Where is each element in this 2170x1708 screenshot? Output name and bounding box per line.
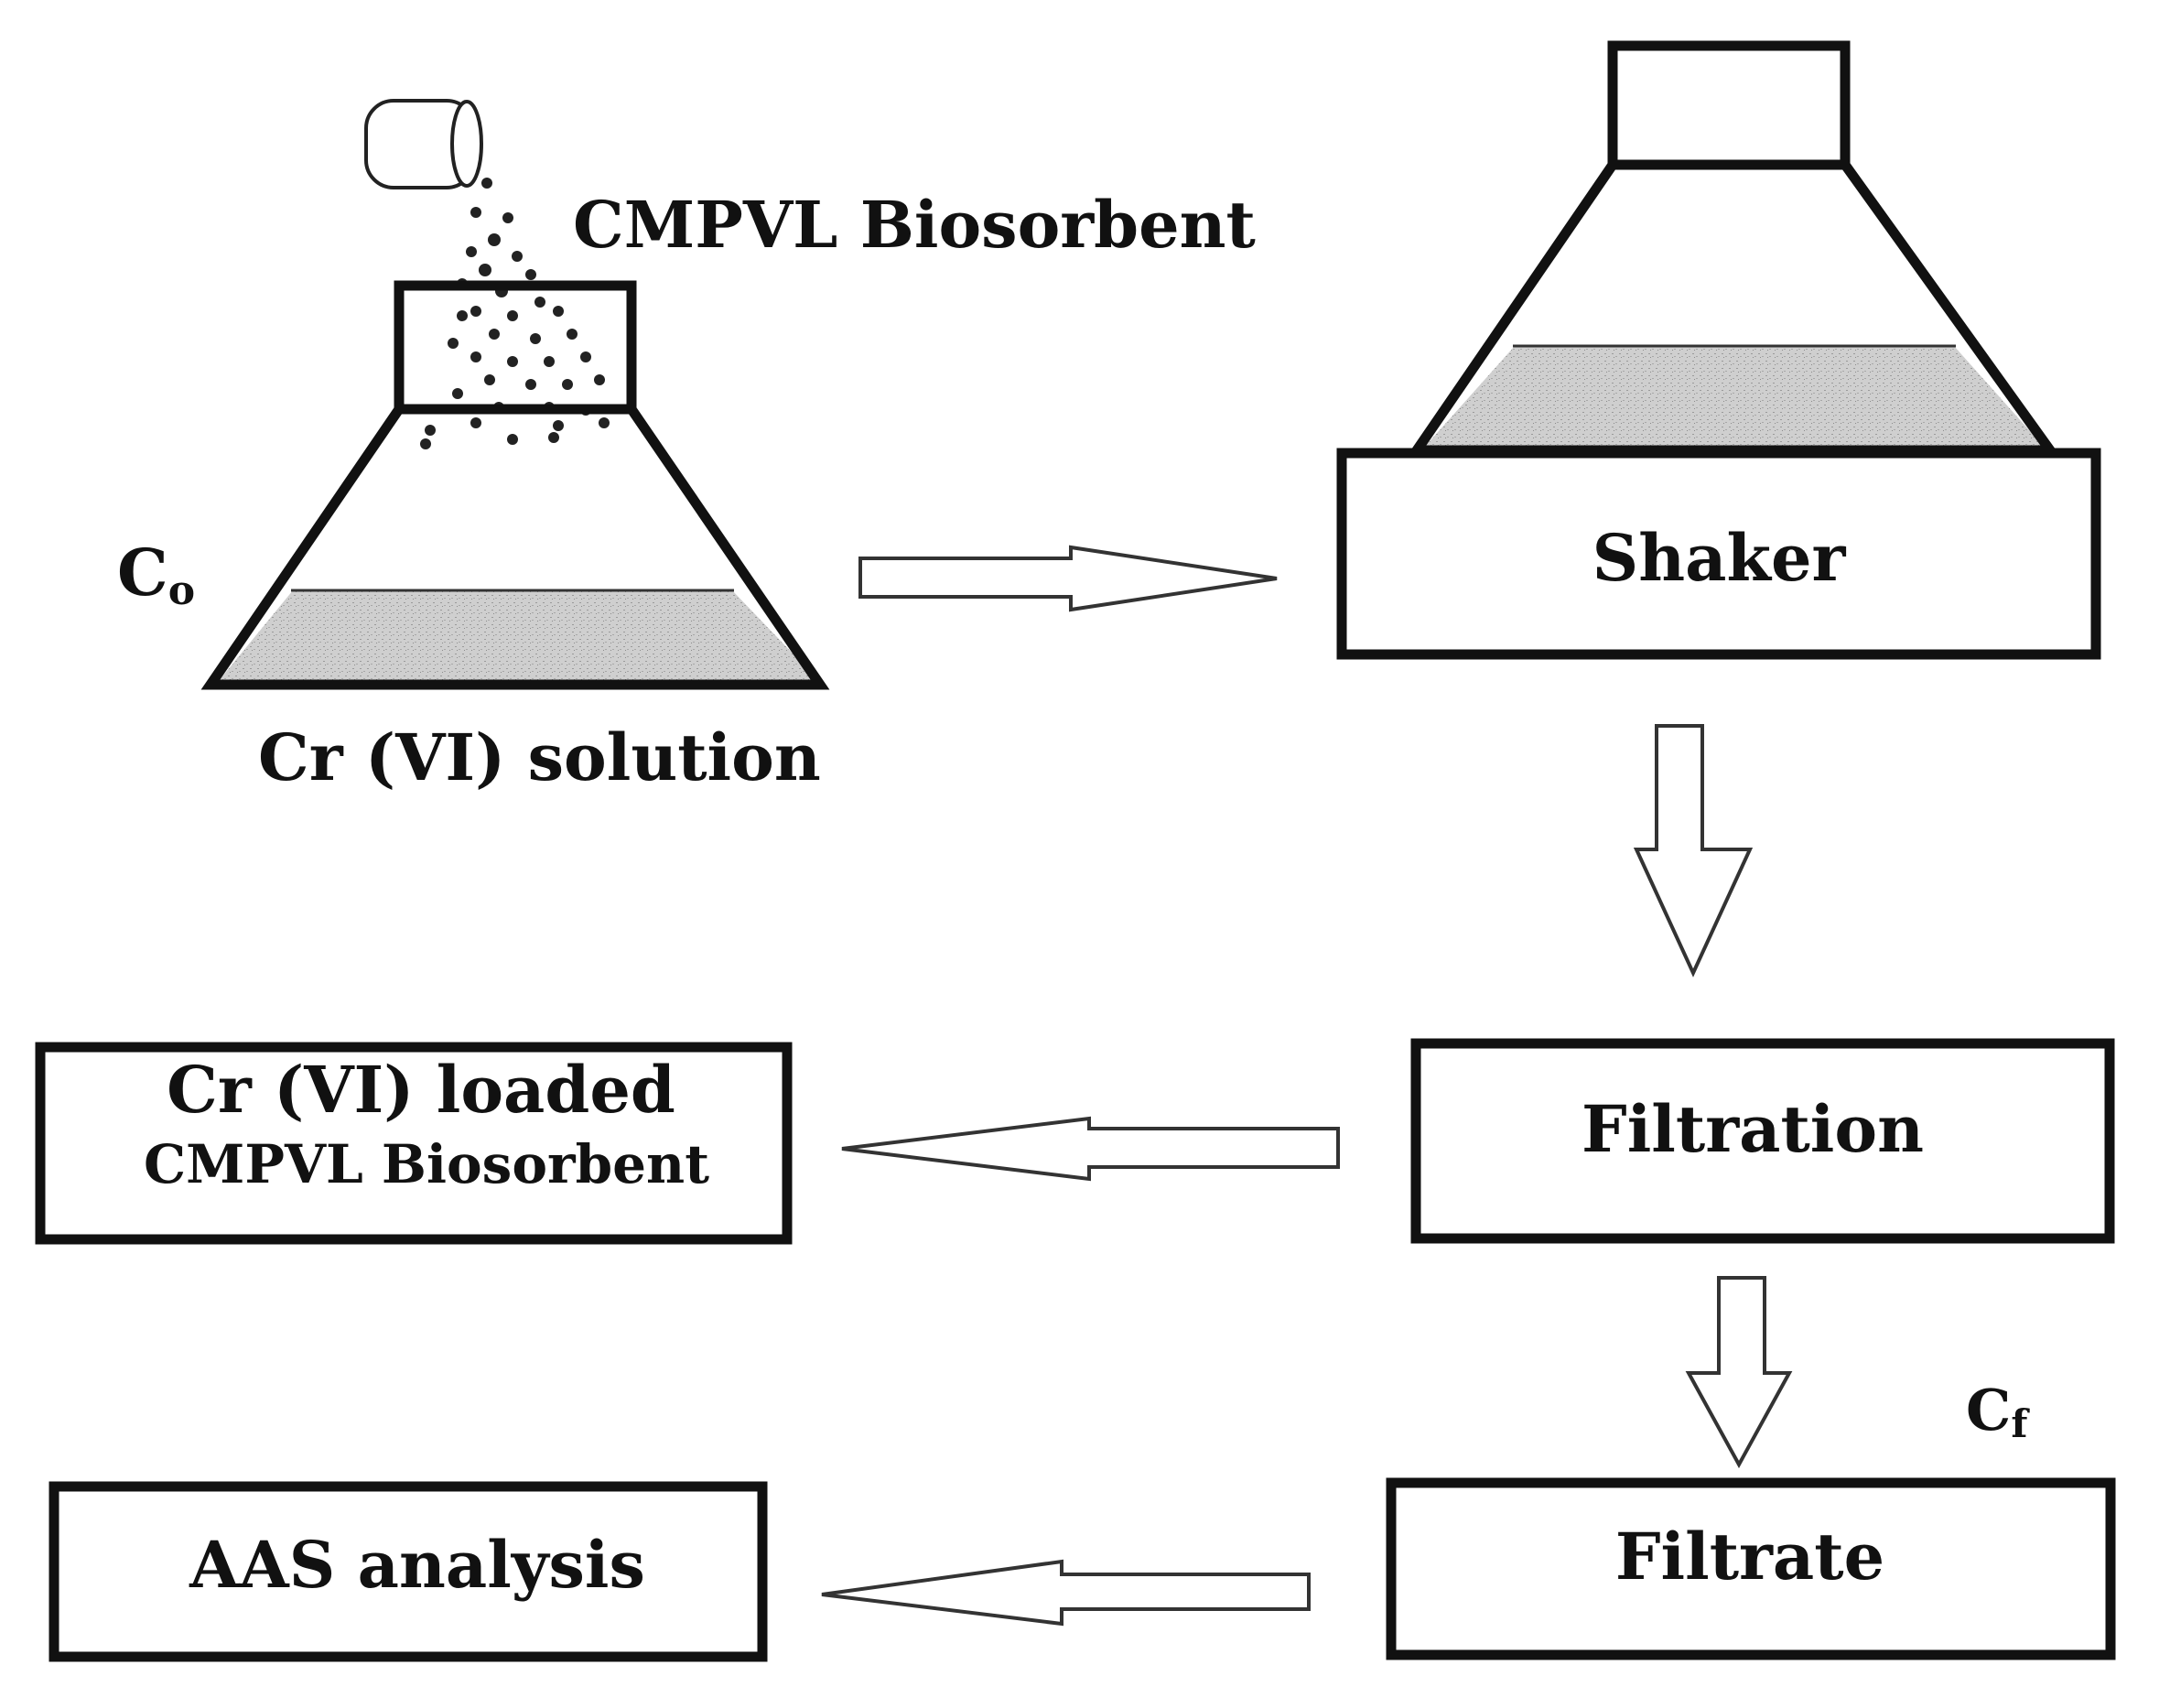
filtrate-box <box>1386 1477 2116 1660</box>
aas-analysis-box <box>49 1481 768 1662</box>
arrow-down-to-filtrate <box>1685 1276 1793 1469</box>
loaded-line1: Cr (VI) loaded <box>167 1052 675 1128</box>
flask-left <box>200 280 830 690</box>
sample-cup-icon <box>364 99 483 189</box>
filtration-box <box>1410 1038 2115 1244</box>
flask-right <box>1407 40 2060 456</box>
biosorbent-particles <box>420 178 610 449</box>
loaded-line2: CMPVL Biosorbent <box>144 1133 709 1195</box>
shaker-box <box>1336 448 2101 660</box>
arrow-to-shaker <box>858 545 1278 612</box>
filtration-label: Filtration <box>1582 1091 1924 1167</box>
cf-label: Cf <box>1966 1377 2030 1446</box>
c0-subscript: o <box>168 568 195 614</box>
aas-analysis-label: AAS analysis <box>189 1527 645 1603</box>
loaded-biosorbent-box <box>35 1042 793 1245</box>
arrow-down-to-filtration <box>1633 724 1754 978</box>
cf-main: C <box>1966 1377 2011 1443</box>
arrow-to-loaded-biosorbent <box>841 1116 1340 1182</box>
filtrate-label: Filtrate <box>1615 1519 1884 1594</box>
arrow-to-aas <box>821 1559 1311 1627</box>
shaker-label: Shaker <box>1592 520 1847 596</box>
flask-left-liquid <box>218 590 820 682</box>
c0-label: Co <box>117 535 195 614</box>
cr-solution-label: Cr (VI) solution <box>258 719 821 795</box>
c0-main: C <box>117 535 168 611</box>
cf-subscript: f <box>2011 1401 2030 1446</box>
biosorbent-label: CMPVL Biosorbent <box>573 187 1256 263</box>
flask-right-liquid <box>1423 346 2046 449</box>
